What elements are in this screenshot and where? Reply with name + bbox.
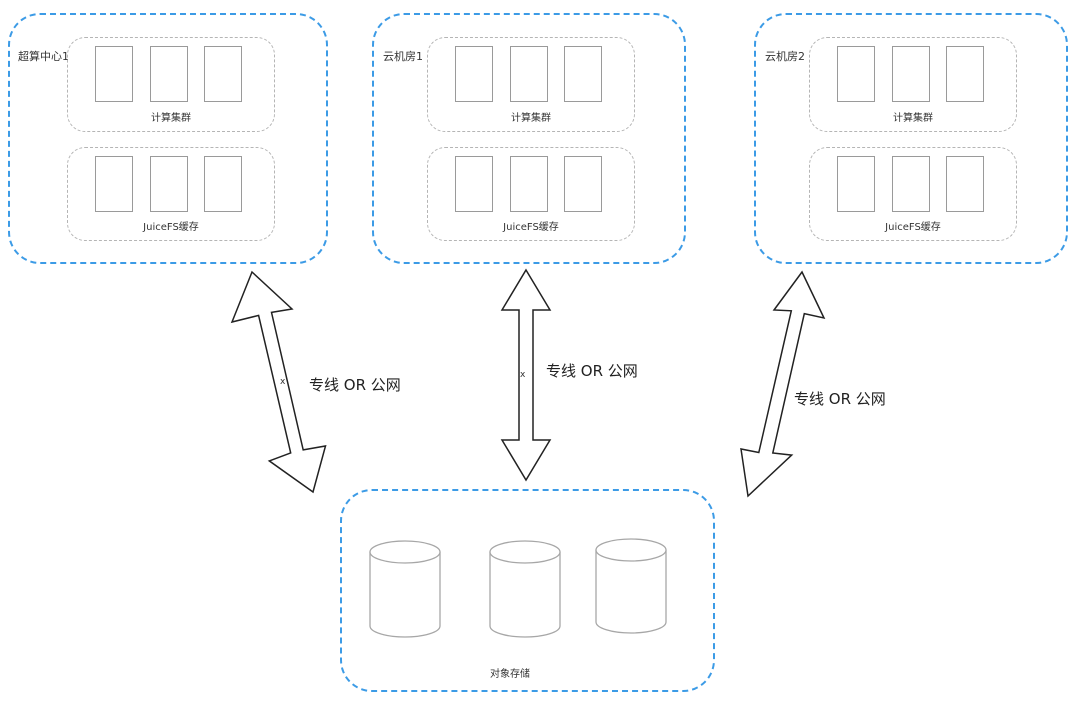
storage-cylinder [595,538,667,634]
cache-node [564,156,602,212]
site-cloud-dc-2: 云机房2 计算集群 JuiceFS缓存 [754,13,1068,264]
juicefs-cache: JuiceFS缓存 [67,147,275,241]
object-storage-label: 对象存储 [490,669,530,680]
compute-node [95,46,133,102]
storage-cylinder [489,540,561,638]
cache-node [837,156,875,212]
cache-node [510,156,548,212]
compute-cluster: 计算集群 [67,37,275,132]
double-arrow-middle [500,268,552,482]
juicefs-cache: JuiceFS缓存 [809,147,1017,241]
site-label: 云机房2 [765,50,805,63]
compute-node [837,46,875,102]
juicefs-cache-label: JuiceFS缓存 [143,222,199,233]
compute-cluster-label: 计算集群 [151,113,191,124]
link-label-left: 专线 OR 公网 [309,376,401,394]
compute-node [510,46,548,102]
cache-node [150,156,188,212]
link-label-right: 专线 OR 公网 [794,390,886,408]
storage-cylinder [369,540,441,638]
compute-node [455,46,493,102]
site-label: 超算中心1 [18,50,69,63]
site-label: 云机房1 [383,50,423,63]
cache-node [946,156,984,212]
link-label-middle: 专线 OR 公网 [546,362,638,380]
compute-node [946,46,984,102]
compute-cluster-label: 计算集群 [511,113,551,124]
cache-node [455,156,493,212]
object-storage: 对象存储 [340,489,715,692]
cache-node [204,156,242,212]
double-arrow-right [740,270,826,498]
juicefs-cache-label: JuiceFS缓存 [885,222,941,233]
compute-node [892,46,930,102]
compute-cluster: 计算集群 [427,37,635,132]
double-arrow-left [230,270,327,494]
compute-node [204,46,242,102]
cache-node [95,156,133,212]
compute-cluster-label: 计算集群 [893,113,933,124]
compute-node [150,46,188,102]
juicefs-cache-label: JuiceFS缓存 [503,222,559,233]
site-supercomputing-center: 超算中心1 计算集群 JuiceFS缓存 [8,13,328,264]
compute-node [564,46,602,102]
link-mark: x [520,370,526,380]
cache-node [892,156,930,212]
compute-cluster: 计算集群 [809,37,1017,132]
link-mark: x [280,377,286,387]
juicefs-cache: JuiceFS缓存 [427,147,635,241]
site-cloud-dc-1: 云机房1 计算集群 JuiceFS缓存 [372,13,686,264]
